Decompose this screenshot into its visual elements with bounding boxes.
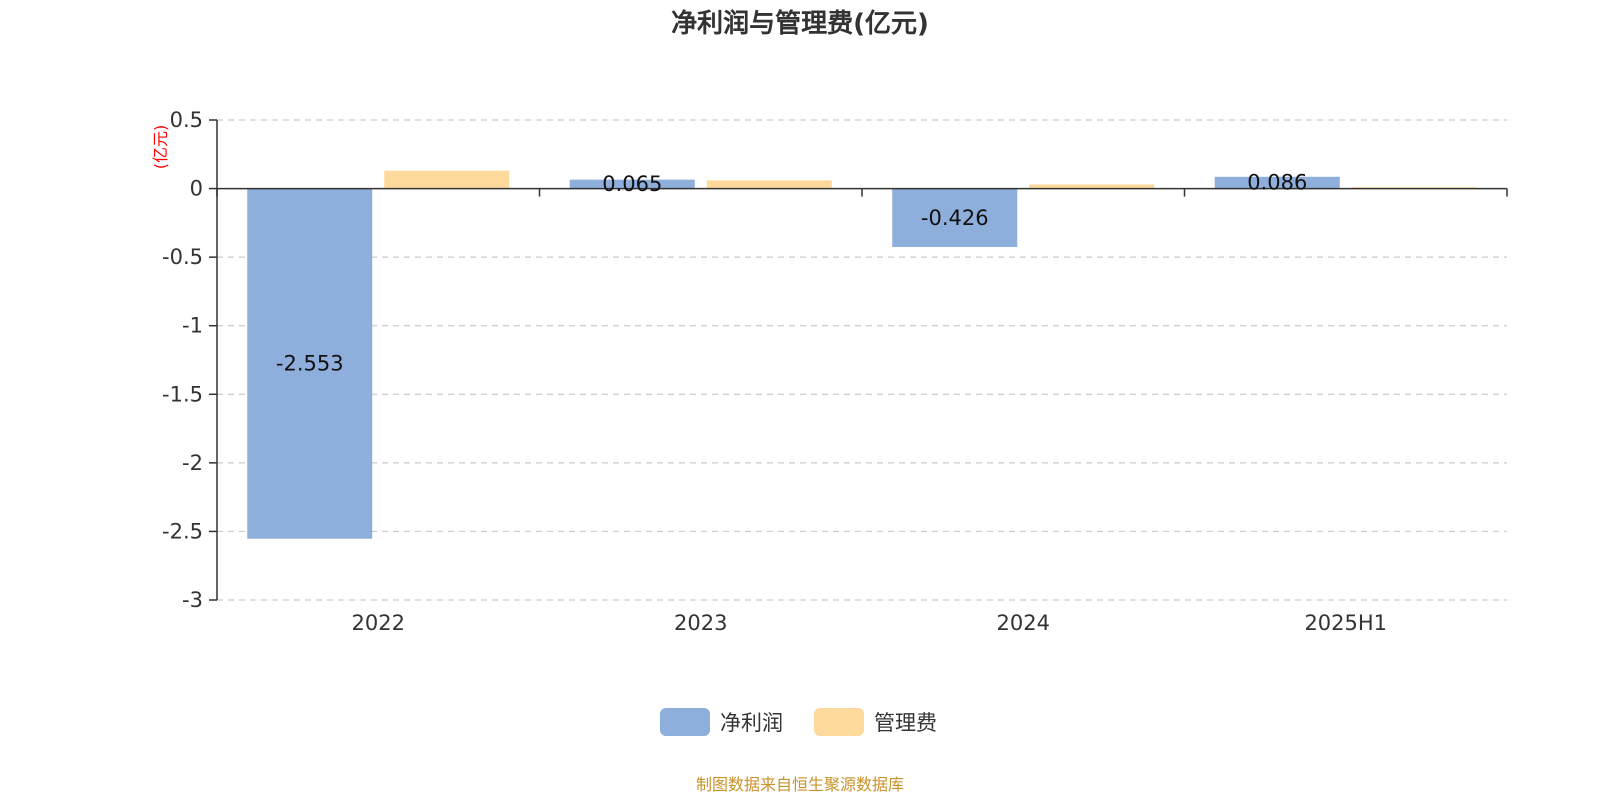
- bar-管理费-2024[interactable]: [1029, 184, 1155, 189]
- data-label: -0.426: [921, 206, 989, 230]
- y-tick-label: 0: [190, 177, 203, 201]
- data-labels-layer: -2.553 0.065 -0.426 0.086: [276, 171, 1307, 376]
- y-tick-label: -0.5: [162, 245, 203, 269]
- bar-净利润-2023[interactable]: [569, 179, 695, 189]
- legend[interactable]: 净利润 管理费: [660, 708, 937, 736]
- data-label: 0.086: [1247, 171, 1307, 195]
- y-tick-label: -2: [182, 451, 203, 475]
- data-label: 0.065: [602, 172, 662, 196]
- y-tick-label: -3: [182, 588, 203, 612]
- bars-layer: [247, 170, 1477, 539]
- data-label: -2.553: [276, 352, 344, 376]
- x-tick-label: 2025H1: [1304, 611, 1387, 635]
- y-tick-label: -1.5: [162, 382, 203, 406]
- grid-lines: [217, 119, 1507, 601]
- legend-item-净利润[interactable]: 净利润: [660, 708, 783, 736]
- legend-label: 管理费: [874, 711, 937, 735]
- bar-净利润-2022[interactable]: [247, 188, 373, 539]
- chart-title: 净利润与管理费(亿元): [671, 8, 929, 39]
- source-note: 制图数据来自恒生聚源数据库: [696, 775, 904, 794]
- y-tick-label: -1: [182, 314, 203, 338]
- y-axis-label: (亿元): [151, 125, 170, 170]
- legend-item-管理费[interactable]: 管理费: [814, 708, 937, 736]
- bar-净利润-2024[interactable]: [892, 188, 1018, 247]
- legend-swatch: [814, 708, 864, 736]
- x-tick-label: 2023: [674, 611, 727, 635]
- bar-管理费-2022[interactable]: [384, 170, 510, 189]
- y-tick-label: -2.5: [162, 519, 203, 543]
- y-tick-label: 0.5: [170, 108, 203, 132]
- legend-swatch: [660, 708, 710, 736]
- bar-净利润-2025H1[interactable]: [1214, 176, 1340, 189]
- x-tick-label: 2022: [352, 611, 405, 635]
- x-tick-label: 2024: [997, 611, 1050, 635]
- legend-label: 净利润: [720, 711, 783, 735]
- axes-layer: 0.5 0 -0.5 -1 -1.5 -2 -2.5 -3 2022 2023 2024 2025H1: [162, 108, 1508, 635]
- bar-管理费-2023[interactable]: [706, 180, 832, 189]
